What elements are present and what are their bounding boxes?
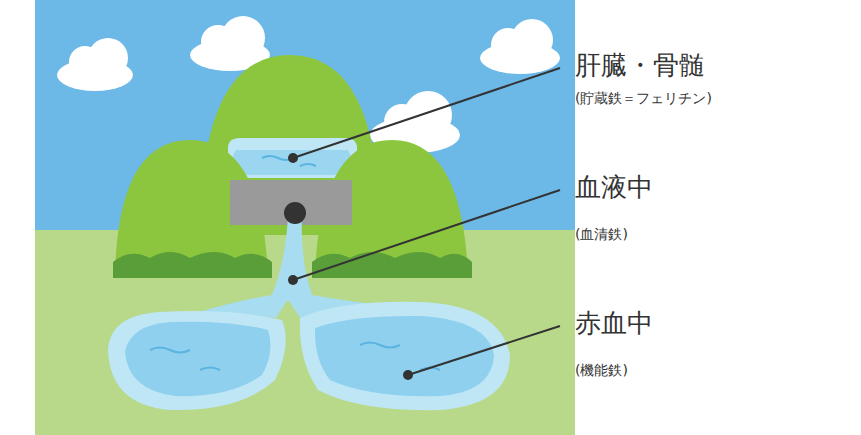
- organ-label: 肝臓・骨髄: [575, 50, 705, 81]
- wave: [150, 343, 440, 371]
- organ-label: 血液中: [575, 172, 653, 203]
- iron-type-note: (血清鉄): [575, 226, 628, 243]
- iron-type-note: (機能鉄): [575, 362, 628, 379]
- sky: [35, 0, 575, 435]
- leader-lines: [293, 68, 560, 375]
- left-pool: [108, 311, 286, 410]
- leader-dots: [288, 153, 413, 380]
- dam: [230, 180, 352, 225]
- river: [200, 215, 380, 318]
- right-pool: [300, 302, 510, 410]
- upper-lake-inner: [233, 150, 351, 175]
- left-pool-inner: [125, 322, 270, 396]
- organ-label: 赤血中: [575, 308, 653, 339]
- iron-type-note: (貯蔵鉄＝フェリチン): [575, 90, 712, 107]
- dam-gate: [284, 202, 306, 224]
- ground: [35, 230, 575, 435]
